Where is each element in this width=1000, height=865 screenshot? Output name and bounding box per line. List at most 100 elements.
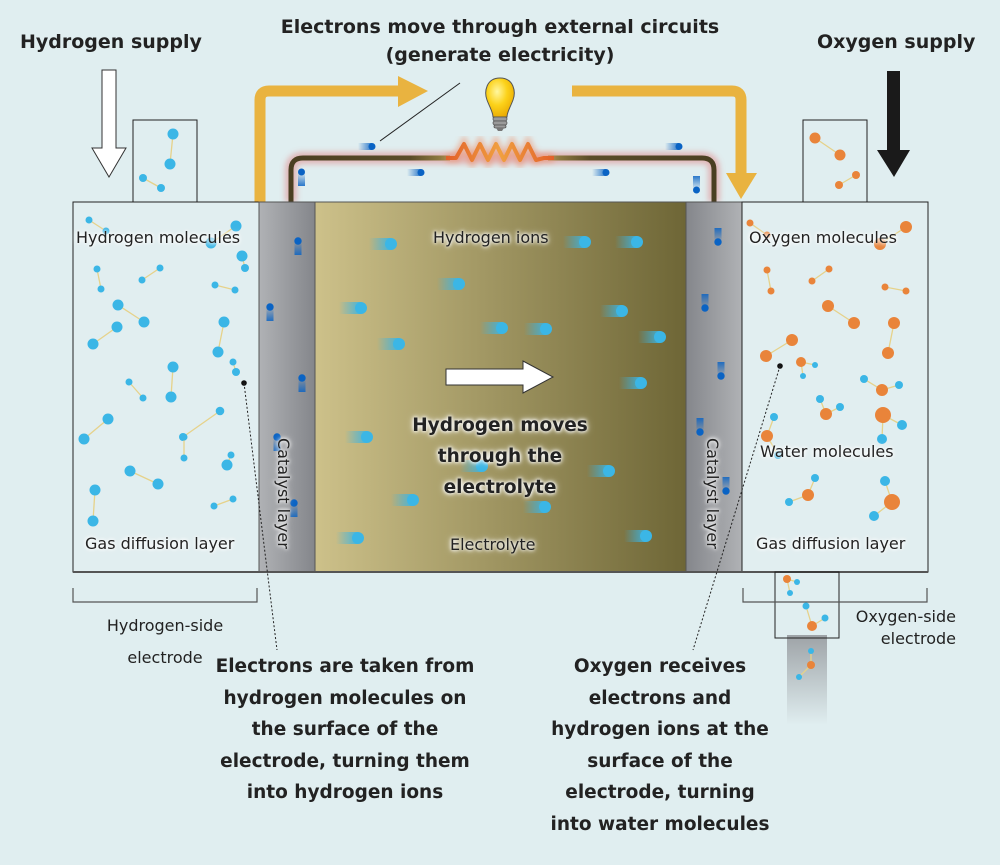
hydrogen-pointer-line bbox=[243, 382, 278, 651]
hydrogen-molecule bbox=[157, 184, 165, 192]
water-molecule bbox=[812, 362, 818, 368]
electrolyte-caption-line1: Hydrogen moves bbox=[412, 415, 588, 436]
hydrogen-direction-arrow bbox=[445, 360, 555, 394]
hydrogen-ion bbox=[393, 338, 405, 350]
oxygen-molecule bbox=[808, 277, 816, 285]
hydrogen-note-line: Electrons are taken from bbox=[215, 656, 475, 677]
electron-flow-arrow-left bbox=[254, 76, 428, 202]
hydrogen-electrode-label-line1: Hydrogen-side bbox=[106, 616, 224, 635]
water-molecule bbox=[821, 614, 829, 622]
oxygen-molecule bbox=[763, 231, 771, 239]
oxygen-note-line: Oxygen receives bbox=[573, 656, 747, 677]
hydrogen-molecule bbox=[111, 321, 123, 333]
oxygen-molecule bbox=[874, 238, 886, 250]
hydrogen-note-line: hydrogen molecules on bbox=[223, 687, 467, 709]
water-outlet-stream bbox=[787, 635, 827, 725]
hydrogen-molecule bbox=[229, 495, 237, 503]
hydrogen-ion bbox=[635, 377, 647, 389]
water-molecule bbox=[880, 476, 890, 486]
oxygen-molecule bbox=[852, 171, 860, 179]
oxygen-gas-diffusion-label: Gas diffusion layer bbox=[756, 534, 906, 553]
water-molecule bbox=[875, 407, 891, 423]
electron bbox=[294, 237, 302, 245]
hydrogen-molecule bbox=[152, 478, 164, 490]
oxygen-molecule bbox=[834, 149, 846, 161]
water-molecule bbox=[802, 489, 814, 501]
hydrogen-gas-diffusion-layer bbox=[72, 201, 260, 573]
water-molecule bbox=[836, 403, 844, 411]
hydrogen-molecule bbox=[218, 316, 230, 328]
water-molecule bbox=[895, 381, 903, 389]
hydrogen-ion bbox=[539, 501, 551, 513]
hydrogen-molecule bbox=[138, 276, 146, 284]
hydrogen-molecule bbox=[210, 502, 218, 510]
water-molecule bbox=[796, 674, 802, 680]
oxygen-note-line: electrode, turning bbox=[565, 782, 755, 803]
hydrogen-molecule bbox=[230, 220, 242, 232]
water-molecule bbox=[761, 430, 773, 442]
hydrogen-molecule bbox=[93, 265, 101, 273]
hydrogen-molecule bbox=[97, 285, 105, 293]
oxygen-note-line: surface of the bbox=[587, 750, 733, 772]
hydrogen-ions-label: Hydrogen ions bbox=[433, 228, 549, 247]
hydrogen-molecule bbox=[164, 158, 176, 170]
water-molecule bbox=[869, 511, 879, 521]
electron bbox=[722, 487, 730, 495]
water-molecule bbox=[877, 434, 887, 444]
oxygen-molecule bbox=[902, 287, 910, 295]
water-molecule bbox=[785, 498, 793, 506]
hydrogen-electrode-label-line2: electrode bbox=[127, 648, 203, 667]
hydrogen-ion bbox=[579, 236, 591, 248]
water-molecule bbox=[774, 451, 782, 459]
hydrogen-molecule bbox=[212, 346, 224, 358]
water-molecule bbox=[802, 602, 810, 610]
oxygen-molecule bbox=[848, 317, 860, 329]
hydrogen-molecule bbox=[180, 433, 188, 441]
water-molecule bbox=[808, 648, 814, 654]
water-molecule bbox=[884, 494, 900, 510]
hydrogen-ion bbox=[616, 305, 628, 317]
hydrogen-supply-arrow bbox=[91, 69, 127, 178]
oxygen-note-line: into water molecules bbox=[550, 813, 770, 835]
hydrogen-ion bbox=[453, 278, 465, 290]
oxygen-molecule bbox=[882, 347, 894, 359]
water-molecule bbox=[783, 575, 791, 583]
hydrogen-molecule bbox=[102, 413, 114, 425]
electrolyte-caption-line2: through the bbox=[437, 446, 563, 467]
oxygen-electrode-label: Oxygen-side electrode bbox=[838, 606, 956, 650]
resistor-coil bbox=[446, 133, 554, 171]
hydrogen-note-line: into hydrogen ions bbox=[246, 782, 444, 803]
hydrogen-molecule bbox=[229, 358, 237, 366]
oxygen-molecule bbox=[825, 265, 833, 273]
electron bbox=[266, 303, 274, 311]
hydrogen-electrode-label: Hydrogen-side electrode bbox=[74, 610, 256, 674]
water-molecule bbox=[816, 395, 824, 403]
hydrogen-molecule bbox=[139, 174, 147, 182]
hydrogen-ion bbox=[361, 431, 373, 443]
circuit-heading-line2: (generate electricity) bbox=[385, 44, 615, 66]
hydrogen-note-line: electrode, turning them bbox=[220, 750, 470, 772]
hydrogen-molecule bbox=[180, 454, 188, 462]
hydrogen-molecule bbox=[211, 281, 219, 289]
hydrogen-molecule bbox=[236, 250, 248, 262]
hydrogen-molecule bbox=[221, 459, 233, 471]
oxygen-molecule bbox=[763, 266, 771, 274]
water-molecule bbox=[807, 661, 815, 669]
oxygen-molecule bbox=[760, 350, 772, 362]
hydrogen-molecule bbox=[138, 316, 150, 328]
water-molecule bbox=[860, 375, 868, 383]
hydrogen-molecule bbox=[156, 264, 164, 272]
hydrogen-ion bbox=[407, 494, 419, 506]
light-bulb-icon bbox=[485, 77, 515, 131]
water-molecule bbox=[770, 413, 778, 421]
circuit-pointer-line bbox=[379, 82, 461, 142]
oxygen-molecule bbox=[746, 219, 754, 227]
oxygen-supply-arrow bbox=[877, 71, 910, 177]
hydrogen-gas-diffusion-label: Gas diffusion layer bbox=[85, 534, 235, 553]
hydrogen-molecule bbox=[124, 465, 136, 477]
oxygen-molecule bbox=[881, 283, 889, 291]
oxygen-molecule bbox=[900, 221, 912, 233]
hydrogen-ion bbox=[654, 331, 666, 343]
hydrogen-electrode-note: Electrons are taken from hydrogen molecu… bbox=[200, 651, 490, 809]
